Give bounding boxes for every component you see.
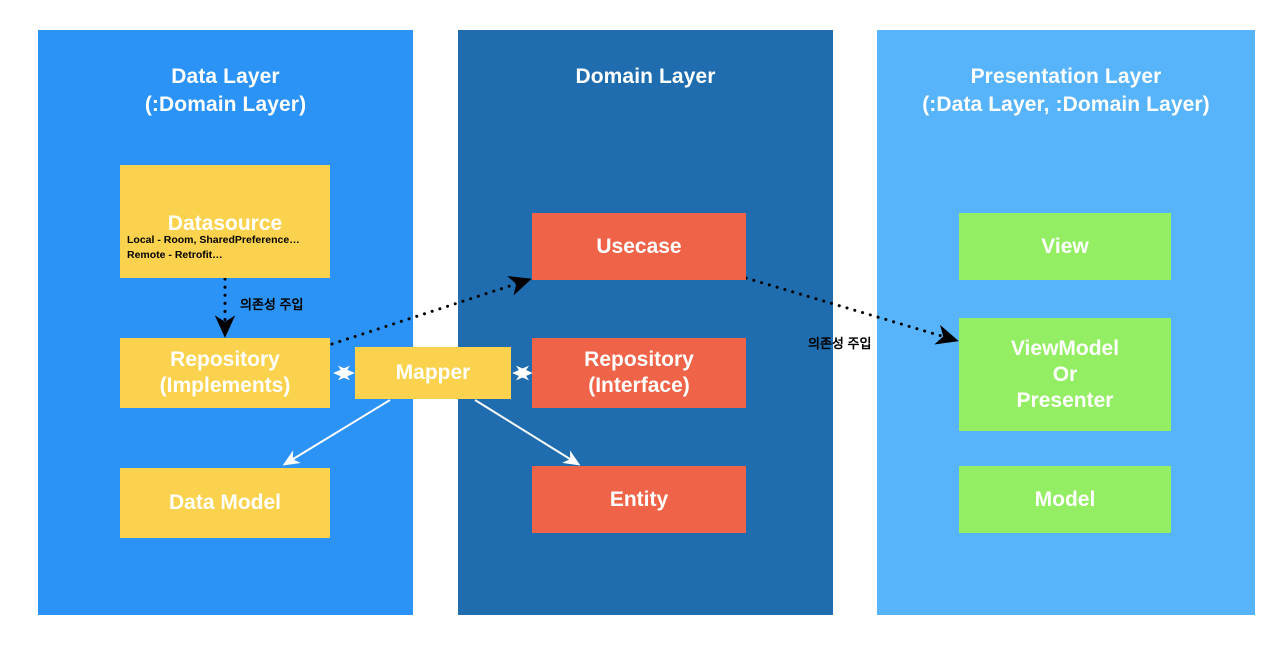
node-mapper-label: Mapper xyxy=(395,361,471,384)
layer-data-title: Data Layer (:Domain Layer) xyxy=(144,65,307,116)
node-repository-implements[interactable]: Repository (Implements) xyxy=(120,338,330,408)
node-entity-label: Entity xyxy=(609,487,669,511)
node-data-model-label: Data Model xyxy=(168,491,281,514)
node-mapper[interactable]: Mapper xyxy=(355,347,511,399)
node-model-label: Model xyxy=(1034,487,1096,511)
node-viewmodel-or-presenter-label: ViewModel Or Presenter xyxy=(1010,336,1120,412)
label-dependency-injection-presentation: 의존성 주입 xyxy=(808,336,872,351)
node-usecase-label: Usecase xyxy=(596,234,682,258)
node-view[interactable]: View xyxy=(959,213,1171,280)
node-usecase[interactable]: Usecase xyxy=(532,213,746,280)
label-dependency-injection-data: 의존성 주입 xyxy=(240,297,304,312)
node-repository-implements-label: Repository (Implements) xyxy=(159,348,291,397)
node-data-model[interactable]: Data Model xyxy=(120,468,330,538)
node-repository-interface[interactable]: Repository (Interface) xyxy=(532,338,746,408)
node-view-label: View xyxy=(1041,234,1089,258)
node-datasource-label: Datasource xyxy=(167,212,283,235)
layer-domain-title: Domain Layer xyxy=(575,65,716,88)
node-repository-interface-label: Repository (Interface) xyxy=(584,348,694,397)
node-datasource-sublabel: Local - Room, SharedPreference… Remote -… xyxy=(127,234,300,261)
node-model[interactable]: Model xyxy=(959,466,1171,533)
node-datasource[interactable]: Datasource Local - Room, SharedPreferenc… xyxy=(120,165,330,278)
layer-presentation-title: Presentation Layer (:Data Layer, :Domain… xyxy=(922,65,1210,116)
node-viewmodel-or-presenter[interactable]: ViewModel Or Presenter xyxy=(959,318,1171,431)
node-entity[interactable]: Entity xyxy=(532,466,746,533)
